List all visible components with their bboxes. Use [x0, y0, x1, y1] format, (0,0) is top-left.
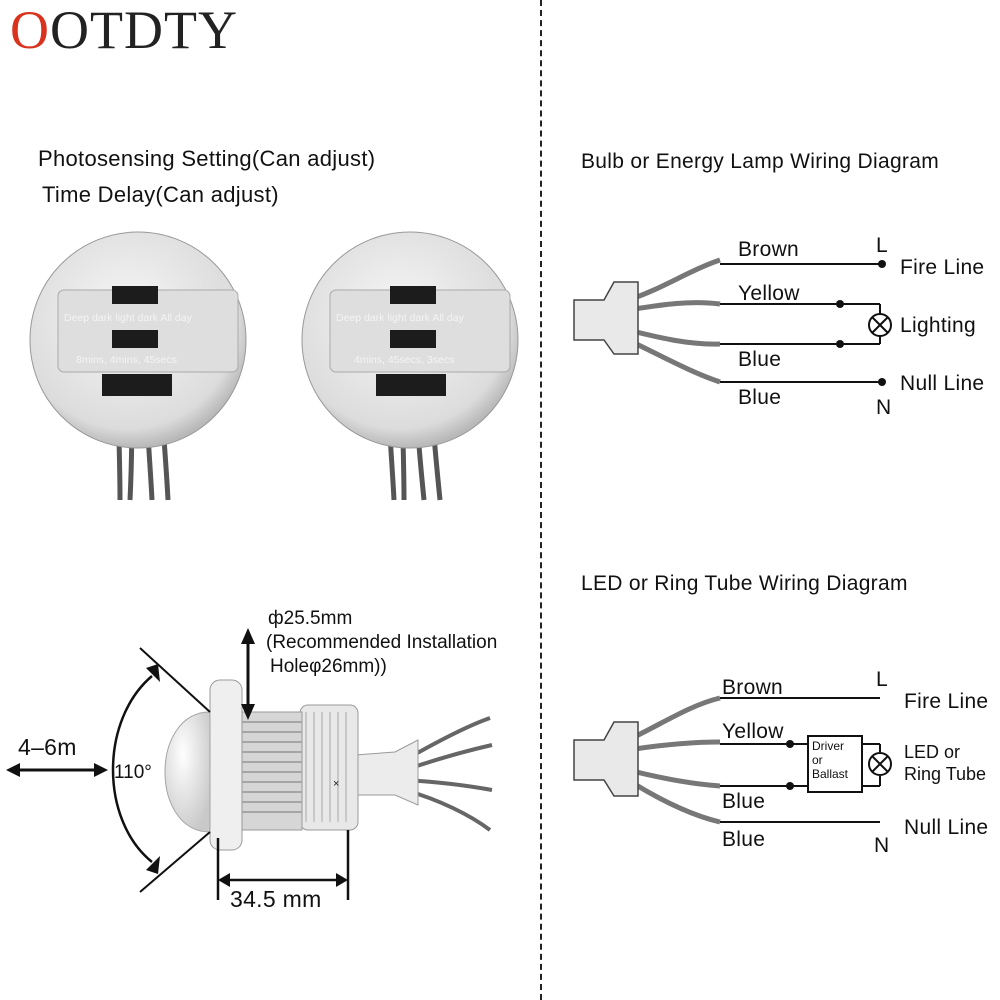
recommended-hole-line1: (Recommended Installation — [266, 632, 498, 653]
bulb-fire-line-label: Fire Line — [900, 256, 985, 279]
led-null-line-label: Null Line — [904, 816, 989, 839]
led-blue-label-1: Blue — [722, 790, 766, 813]
sensor-b-light-labels: Deep dark light dark All day — [336, 312, 464, 324]
dimension-arrows — [6, 628, 350, 900]
diameter-label: ф25.5mm — [268, 608, 353, 629]
angle-label: 110° — [114, 762, 152, 783]
driver-box-line1: Driver — [812, 739, 844, 753]
bulb-diagram-title: Bulb or Energy Lamp Wiring Diagram — [581, 150, 940, 173]
sensor-a — [29, 231, 247, 501]
driver-box-line3: Ballast — [812, 767, 849, 781]
bulb-null-line-label: Null Line — [900, 372, 985, 395]
led-n-mark: N — [874, 834, 890, 857]
driver-box-line2: or — [812, 753, 823, 767]
sensor-side-view: × — [164, 679, 493, 851]
led-fire-line-label: Fire Line — [904, 690, 989, 713]
bulb-blue-label-1: Blue — [738, 348, 782, 371]
svg-text:×: × — [333, 778, 339, 790]
led-lamp-label-line1: LED or — [904, 742, 961, 762]
led-lamp-icon — [868, 752, 892, 776]
bulb-yellow-label: Yellow — [738, 282, 800, 305]
brand-logo: OOTDTY — [10, 0, 238, 60]
bulb-l-mark: L — [876, 234, 888, 257]
bulb-blue-label-2: Blue — [738, 386, 782, 409]
sensor-b-time-labels: 4mins, 45secs, 3secs — [354, 354, 455, 366]
led-blue-label-2: Blue — [722, 828, 766, 851]
bulb-brown-label: Brown — [738, 238, 800, 261]
bulb-wiring-diagram — [573, 257, 892, 386]
lamp-icon — [868, 313, 892, 337]
led-brown-label: Brown — [722, 676, 784, 699]
bulb-lighting-label: Lighting — [900, 314, 976, 337]
photosensing-title: Photosensing Setting(Can adjust) — [38, 146, 376, 171]
sensor-b — [301, 231, 519, 501]
panel-divider — [540, 0, 542, 1000]
time-delay-title: Time Delay(Can adjust) — [42, 182, 279, 207]
bulb-n-mark: N — [876, 396, 892, 419]
length-label: 34.5 mm — [230, 886, 322, 912]
sensor-a-time-labels: 8mins, 4mins, 45secs — [76, 354, 177, 366]
led-l-mark: L — [876, 668, 888, 691]
led-wiring-diagram — [573, 695, 892, 825]
led-diagram-title: LED or Ring Tube Wiring Diagram — [581, 572, 908, 595]
recommended-hole-line2: Holeφ26mm)) — [270, 656, 387, 677]
led-yellow-label: Yellow — [722, 720, 784, 743]
range-label: 4–6m — [18, 734, 77, 760]
sensor-a-light-labels: Deep dark light dark All day — [64, 312, 192, 324]
led-lamp-label-line2: Ring Tube — [904, 764, 987, 784]
